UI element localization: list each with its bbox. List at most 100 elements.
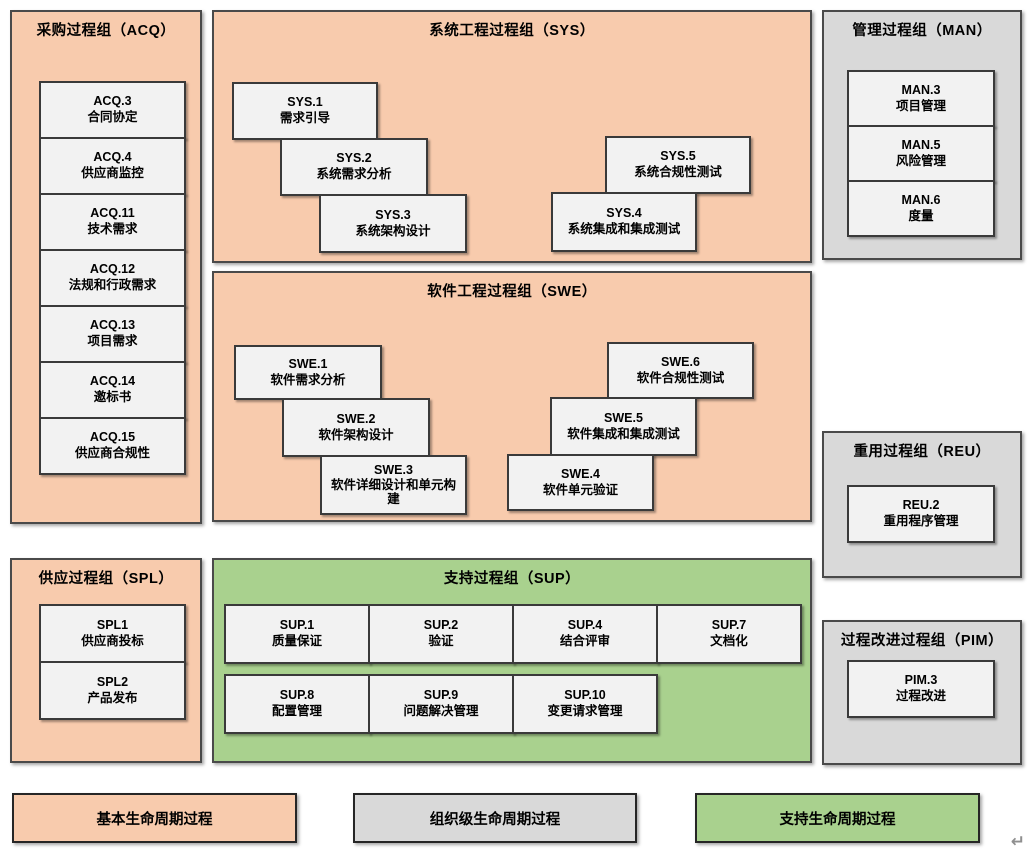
process-box-acq3: ACQ.3 合同协定 (39, 81, 186, 139)
process-code: SUP.1 (279, 618, 315, 633)
process-name: 重用程序管理 (883, 514, 959, 528)
group-sys: 系统工程过程组（SYS） SYS.1 需求引导 SYS.2 系统需求分析 SYS… (212, 10, 812, 263)
process-box-acq14: ACQ.14 邀标书 (39, 361, 186, 419)
process-code: ACQ.15 (89, 430, 136, 445)
process-box-swe1: SWE.1 软件需求分析 (234, 345, 382, 400)
group-sup: 支持过程组（SUP） SUP.1 质量保证 SUP.2 验证 SUP.4 结合评… (212, 558, 812, 763)
process-code: SUP.10 (564, 688, 606, 703)
process-box-sys2: SYS.2 系统需求分析 (280, 138, 428, 196)
process-box-spl1: SPL1 供应商投标 (39, 604, 186, 663)
group-pim: 过程改进过程组（PIM） PIM.3 过程改进 (822, 620, 1022, 765)
process-name: 系统合规性测试 (634, 165, 722, 179)
process-box-acq12: ACQ.12 法规和行政需求 (39, 249, 186, 307)
group-spl-title: 供应过程组（SPL） (38, 571, 174, 587)
process-name: 结合评审 (559, 634, 610, 648)
group-reu: 重用过程组（REU） REU.2 重用程序管理 (822, 431, 1022, 578)
process-box-acq15: ACQ.15 供应商合规性 (39, 417, 186, 475)
process-code: SWE.3 (374, 463, 413, 478)
process-box-sup4: SUP.4 结合评审 (512, 604, 658, 664)
process-box-acq4: ACQ.4 供应商监控 (39, 137, 186, 195)
process-code: SYS.2 (336, 151, 372, 166)
process-name: 项目需求 (87, 334, 138, 348)
process-name: 邀标书 (93, 390, 132, 404)
process-name: 系统架构设计 (355, 223, 431, 238)
process-code: ACQ.12 (89, 262, 136, 277)
process-code: ACQ.11 (90, 206, 135, 221)
process-box-sup10: SUP.10 变更请求管理 (512, 674, 658, 734)
process-name: 过程改进 (895, 689, 946, 703)
process-code: PIM.3 (904, 673, 938, 688)
process-name: 软件集成和集成测试 (567, 426, 680, 441)
process-code: SUP.9 (423, 688, 459, 703)
process-box-acq13: ACQ.13 项目需求 (39, 305, 186, 363)
process-code: MAN.6 (901, 192, 941, 207)
legend-basic-label: 基本生命周期过程 (96, 811, 213, 828)
legend-organizational-lifecycle: 组织级生命周期过程 (353, 793, 637, 843)
group-man: 管理过程组（MAN） MAN.3 项目管理 MAN.5 风险管理 MAN.6 度… (822, 10, 1022, 260)
group-acq-title: 采购过程组（ACQ） (36, 23, 176, 39)
process-code: SUP.4 (567, 618, 603, 633)
process-box-sup8: SUP.8 配置管理 (224, 674, 370, 734)
process-name: 软件详细设计和单元构建 (330, 477, 456, 507)
process-name: 项目管理 (895, 98, 946, 113)
process-code: SUP.8 (279, 688, 315, 703)
process-box-swe4: SWE.4 软件单元验证 (507, 454, 654, 511)
process-code: SYS.5 (660, 149, 696, 164)
return-arrow-icon: ↵ (1010, 832, 1025, 851)
process-name: 风险管理 (895, 153, 946, 168)
process-code: ACQ.4 (93, 150, 132, 165)
process-code: SWE.1 (288, 356, 328, 371)
process-box-swe3: SWE.3 软件详细设计和单元构建 (320, 455, 467, 515)
process-box-sys5: SYS.5 系统合规性测试 (605, 136, 751, 194)
process-box-reu2: REU.2 重用程序管理 (847, 485, 995, 543)
process-box-sup1: SUP.1 质量保证 (224, 604, 370, 664)
group-sup-title: 支持过程组（SUP） (443, 571, 581, 587)
process-name: 配置管理 (271, 704, 322, 718)
process-box-swe6: SWE.6 软件合规性测试 (607, 342, 754, 399)
group-sys-title: 系统工程过程组（SYS） (429, 23, 595, 39)
process-name: 软件需求分析 (270, 372, 346, 387)
process-box-swe2: SWE.2 软件架构设计 (282, 398, 430, 457)
process-name: 变更请求管理 (547, 704, 623, 718)
process-code: ACQ.14 (89, 374, 136, 389)
process-name: 合同协定 (87, 110, 138, 124)
process-code: SUP.2 (423, 618, 459, 633)
group-spl-items: SPL1 供应商投标 SPL2 产品发布 (39, 604, 186, 720)
process-name: 系统集成和集成测试 (567, 222, 681, 236)
group-pim-title: 过程改进过程组（PIM） (840, 633, 1004, 649)
process-box-sup7: SUP.7 文档化 (656, 604, 802, 664)
process-box-pim3: PIM.3 过程改进 (847, 660, 995, 718)
group-swe: 软件工程过程组（SWE） SWE.1 软件需求分析 SWE.2 软件架构设计 S… (212, 271, 812, 522)
process-code: MAN.5 (901, 137, 941, 152)
process-name: 产品发布 (87, 690, 138, 705)
process-name: 供应商合规性 (74, 446, 150, 460)
process-name: 软件架构设计 (318, 427, 394, 442)
process-name: 软件单元验证 (542, 482, 618, 497)
process-code: ACQ.13 (89, 318, 136, 333)
group-man-items: MAN.3 项目管理 MAN.5 风险管理 MAN.6 度量 (847, 70, 995, 237)
process-name: 供应商监控 (81, 166, 144, 180)
process-code: SWE.6 (661, 354, 700, 369)
group-acq-items: ACQ.3 合同协定 ACQ.4 供应商监控 ACQ.11 技术需求 ACQ.1… (39, 81, 186, 475)
process-name: 系统需求分析 (316, 167, 392, 181)
process-name: 技术需求 (87, 222, 138, 236)
process-name: 软件合规性测试 (636, 370, 725, 385)
legend-basic-lifecycle: 基本生命周期过程 (12, 793, 297, 843)
process-box-sys1: SYS.1 需求引导 (232, 82, 378, 140)
process-code: SWE.4 (561, 466, 600, 481)
process-code: SYS.1 (287, 95, 323, 110)
process-code: REU.2 (902, 498, 940, 513)
legend-support-label: 支持生命周期过程 (779, 811, 896, 828)
process-code: ACQ.3 (93, 94, 132, 109)
process-box-man6: MAN.6 度量 (847, 180, 995, 237)
process-box-sys4: SYS.4 系统集成和集成测试 (551, 192, 697, 252)
process-code: SWE.2 (336, 411, 376, 426)
process-code: SYS.3 (375, 207, 411, 222)
process-box-man3: MAN.3 项目管理 (847, 70, 995, 127)
process-name: 质量保证 (271, 634, 322, 648)
process-box-sup9: SUP.9 问题解决管理 (368, 674, 514, 734)
process-name: 文档化 (710, 634, 748, 648)
process-name: 验证 (428, 634, 454, 648)
group-man-title: 管理过程组（MAN） (852, 23, 992, 39)
